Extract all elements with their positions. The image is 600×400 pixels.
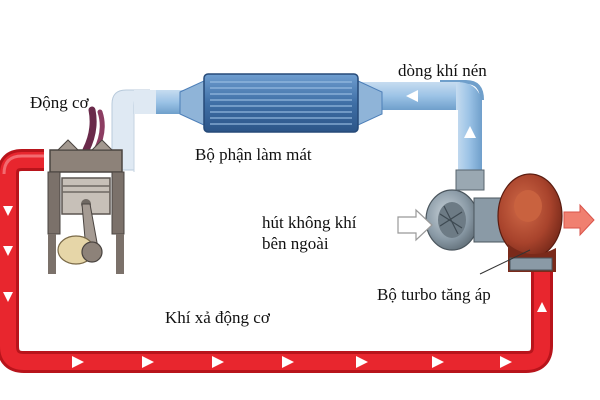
compressed-air-label: dòng khí nén (398, 61, 487, 80)
exhaust-arrow-up-1 (537, 302, 547, 312)
exhaust-arrow-down-2 (3, 246, 13, 256)
turbo-label: Bộ turbo tăng áp (377, 285, 491, 304)
exhaust-out-arrow (563, 203, 595, 237)
exhaust-arrow-right-7 (500, 356, 512, 368)
intake-label-line2: bên ngoài (262, 234, 329, 254)
compressed-arrow-left (406, 90, 418, 102)
exhaust-pipe (0, 149, 553, 373)
intake-label-line1: hút không khí (262, 213, 357, 232)
engine (47, 106, 125, 274)
exhaust-arrow-right-6 (432, 356, 444, 368)
engine-label: Động cơ (30, 93, 89, 112)
exhaust-label: Khí xả động cơ (165, 308, 270, 327)
exhaust-arrow-right-3 (212, 356, 224, 368)
compressed-arrow-up (464, 126, 476, 138)
exhaust-arrow-down-3 (3, 292, 13, 302)
exhaust-arrow-right-1 (72, 356, 84, 368)
exhaust-arrow-down-1 (3, 206, 13, 216)
exhaust-arrow-right-4 (282, 356, 294, 368)
exhaust-arrow-right-5 (356, 356, 368, 368)
exhaust-arrow-right-2 (142, 356, 154, 368)
compressed-flow-arrows (406, 90, 476, 138)
intake-label: hút không khí bên ngoài (262, 212, 356, 255)
exhaust-flow-arrows (3, 206, 547, 368)
turbocharger (425, 169, 563, 275)
intercooler (179, 73, 383, 133)
intercooler-label: Bộ phận làm mát (195, 145, 312, 164)
intake-arrow (397, 208, 433, 242)
